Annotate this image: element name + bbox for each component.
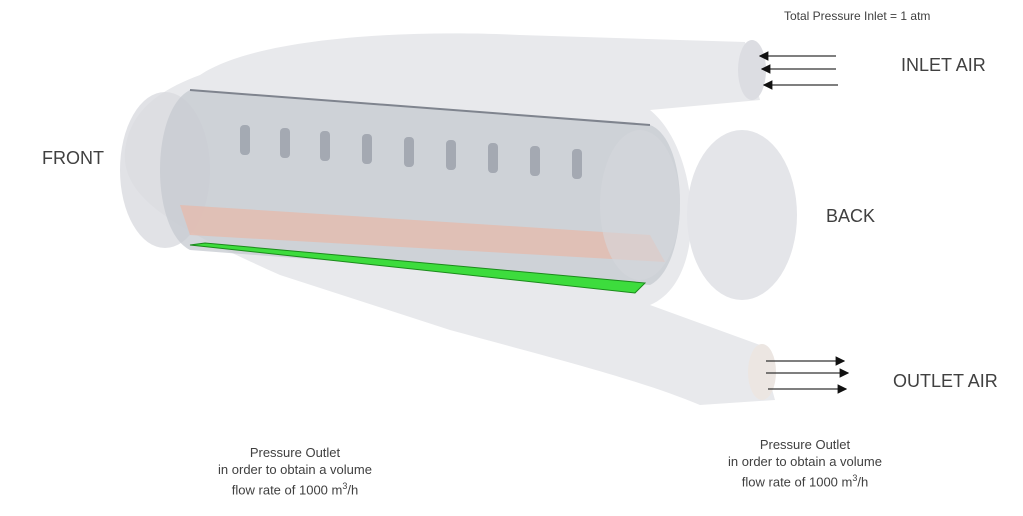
back-cap	[687, 130, 797, 300]
left-outlet-note: Pressure Outlet in order to obtain a vol…	[195, 444, 395, 498]
note-line: in order to obtain a volume	[728, 454, 882, 469]
total-pressure-label: Total Pressure Inlet = 1 atm	[784, 9, 931, 23]
note-line: flow rate of 1000 m3/h	[195, 478, 395, 498]
front-label: FRONT	[42, 148, 104, 168]
note-line: Pressure Outlet	[759, 437, 851, 452]
inlet-air-label: INLET AIR	[901, 55, 986, 75]
inlet-arrows	[758, 51, 838, 90]
note-line: in order to obtain a volume	[218, 462, 372, 477]
note-sup: 3	[852, 473, 858, 483]
nozzle-row	[240, 125, 582, 179]
back-label: BACK	[826, 206, 876, 226]
outlet-air-label: OUTLET AIR	[893, 371, 998, 391]
inlet-port	[738, 40, 766, 100]
right-outlet-note: Pressure Outlet in order to obtain a vol…	[705, 436, 905, 490]
outlet-port	[748, 344, 776, 400]
note-text: flow rate of 1000 m	[231, 482, 343, 498]
note-line: Pressure Outlet	[249, 445, 341, 460]
note-text: /h	[347, 482, 359, 498]
note-sup: 3	[342, 481, 348, 491]
green-strip	[189, 242, 647, 294]
pink-plane	[180, 205, 665, 262]
note-line: flow rate of 1000 m3/h	[705, 470, 905, 490]
note-text: /h	[857, 474, 869, 490]
outlet-arrows	[766, 356, 850, 394]
note-text: flow rate of 1000 m	[741, 474, 853, 490]
